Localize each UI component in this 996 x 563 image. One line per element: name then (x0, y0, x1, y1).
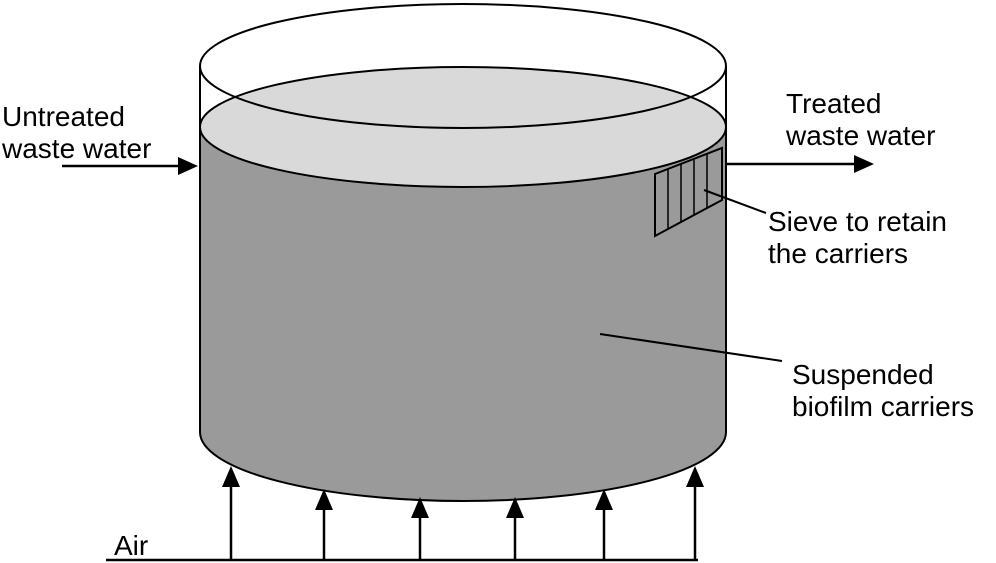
sieve-label: Sieve to retain the carriers (768, 206, 947, 270)
air-arrow (506, 497, 524, 560)
sieve-leader-line (703, 189, 767, 214)
tank-top-rim (199, 3, 727, 129)
inlet-label-line-2: waste water (2, 133, 152, 164)
carriers-label-line-2: biofilm carriers (792, 391, 975, 422)
outlet-label-line-2: waste water (786, 120, 936, 151)
sieve (654, 146, 723, 238)
carriers-label-line-1: Suspended (792, 359, 934, 390)
sieve-label-line-1: Sieve to retain (768, 206, 947, 237)
inlet-label: Untreated waste water (2, 101, 151, 165)
air-supply (106, 466, 704, 562)
carriers-label: Suspended biofilm carriers (792, 359, 974, 423)
air-arrow (686, 466, 704, 560)
tank-water-body (200, 127, 726, 501)
carriers-leader-line (599, 333, 783, 362)
tank-bottom-edge (199, 431, 727, 502)
air-arrow (315, 489, 333, 560)
air-arrow (411, 497, 429, 560)
inlet-label-line-1: Untreated (2, 101, 125, 132)
outlet-label: Treated waste water (786, 88, 935, 152)
air-arrow (222, 466, 240, 560)
air-label-text: Air (114, 530, 149, 561)
air-arrow (595, 489, 613, 560)
inlet-arrow (62, 157, 198, 175)
outlet-arrow (726, 155, 874, 173)
air-label: Air (114, 530, 148, 562)
outlet-label-line-1: Treated (786, 88, 882, 119)
sieve-label-line-2: the carriers (768, 238, 909, 269)
